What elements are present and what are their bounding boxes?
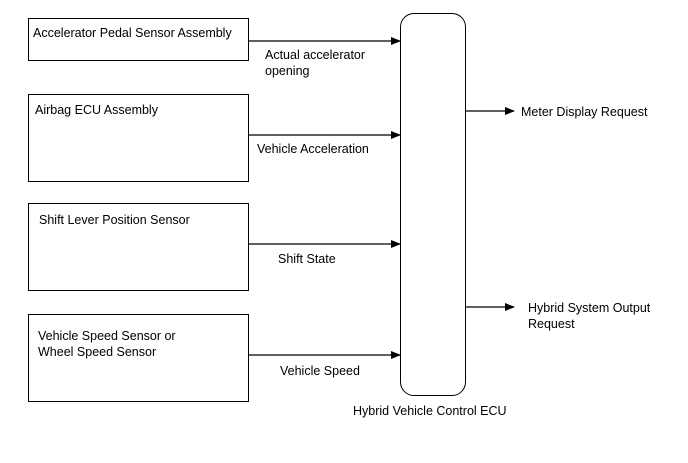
output-label-meter-display-request: Meter Display Request — [521, 105, 648, 119]
ecu-label: Hybrid Vehicle Control ECU — [353, 404, 507, 418]
input-box-label: Airbag ECU Assembly — [35, 103, 158, 117]
signal-label-vehicle-speed: Vehicle Speed — [280, 364, 360, 378]
input-box-airbag-ecu — [28, 94, 249, 182]
input-box-accelerator-pedal-sensor — [28, 18, 249, 61]
hybrid-vehicle-control-ecu — [400, 13, 466, 396]
signal-label-vehicle-acceleration: Vehicle Acceleration — [257, 142, 369, 156]
input-box-label: Shift Lever Position Sensor — [39, 213, 190, 227]
input-box-label: Vehicle Speed Sensor or Wheel Speed Sens… — [38, 329, 176, 359]
signal-label-accelerator-opening: Actual accelerator opening — [265, 48, 366, 78]
input-box-vehicle-speed-sensor — [28, 314, 249, 402]
input-box-shift-lever-sensor — [28, 203, 249, 291]
input-box-label: Accelerator Pedal Sensor Assembly — [33, 26, 232, 40]
output-label-hybrid-system-output-request: Hybrid System Output Request — [528, 301, 651, 331]
signal-label-shift-state: Shift State — [278, 252, 336, 266]
